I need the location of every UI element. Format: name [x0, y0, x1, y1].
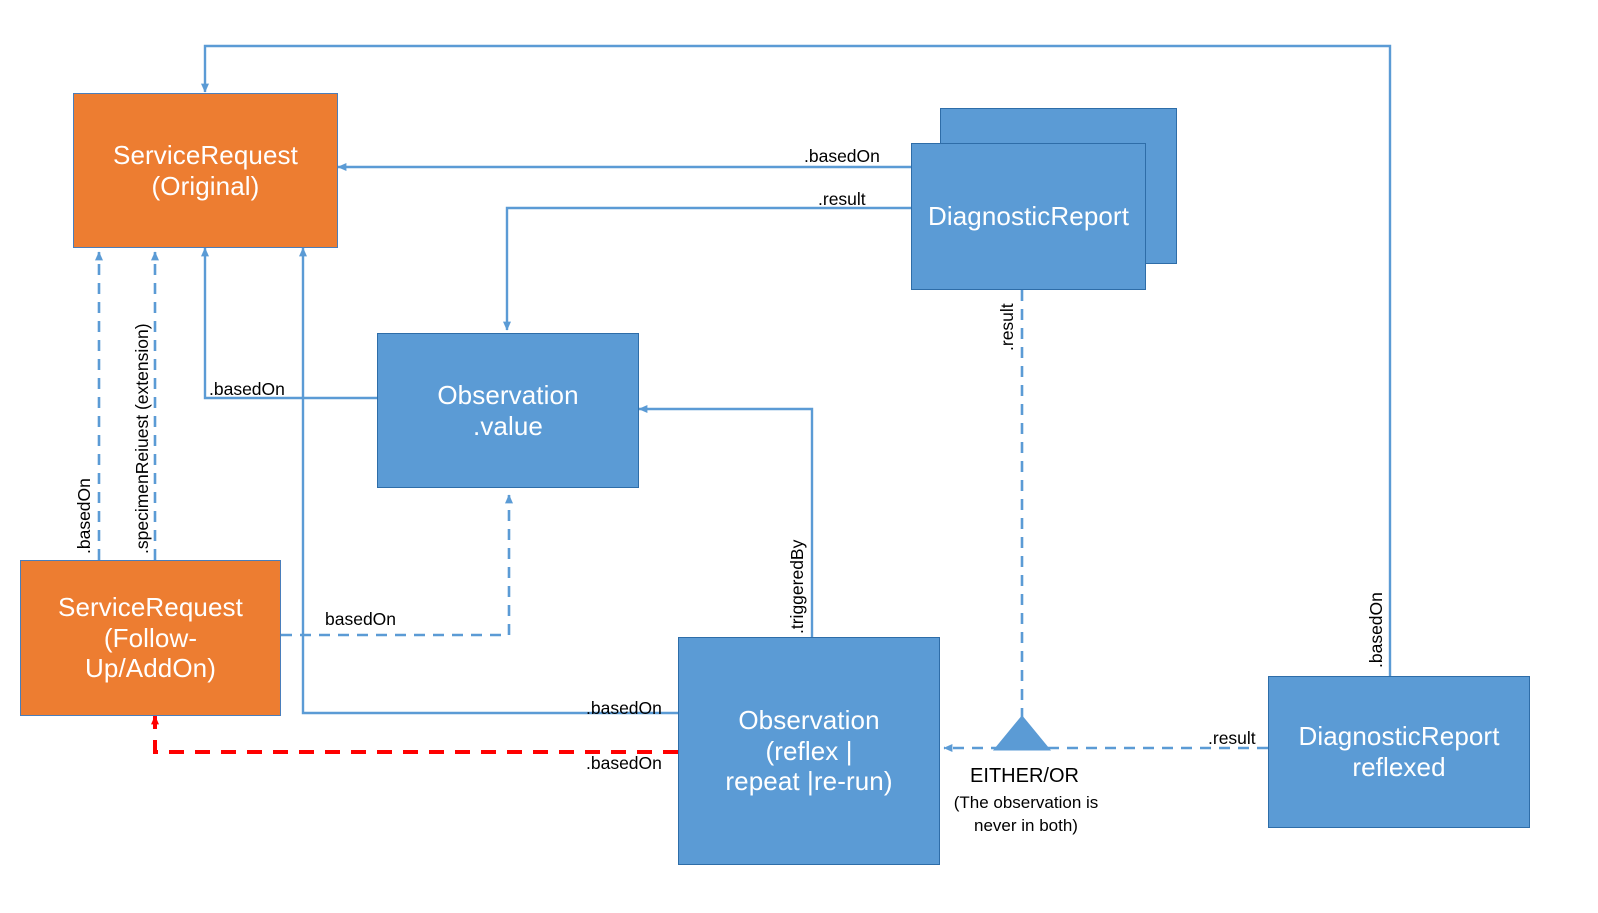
label-dr-result-vertical: .result — [997, 303, 1017, 351]
node-service-request-original-text: ServiceRequest (Original) — [113, 140, 298, 201]
observation-value-line1: Observation — [437, 379, 579, 410]
either-or-title: EITHER/OR — [970, 765, 1079, 787]
node-observation-value-text: Observation .value — [437, 380, 578, 441]
edge-observation-reflex-basedon-red-to-sr-followup — [151, 715, 678, 754]
dr-reflexed-line2: reflexed — [1352, 752, 1446, 782]
edge-observation-reflex-basedon-to-sr-original — [299, 247, 678, 715]
observation-reflex-line3: repeat |re-run) — [725, 766, 893, 797]
label-observation-reflex-basedon-red: .basedOn — [586, 753, 662, 773]
label-dr-result: .result — [818, 189, 866, 209]
label-observation-value-basedon: .basedOn — [209, 379, 285, 399]
edge-sr-followup-basedon-to-observation-value — [281, 494, 513, 637]
either-or-triangle-icon — [992, 715, 1052, 751]
node-observation-reflex[interactable]: Observation (reflex | repeat |re-run) — [678, 637, 940, 865]
either-or-note-line1: (The observation is — [953, 793, 1099, 812]
sr-original-line1: ServiceRequest — [113, 139, 298, 170]
label-sr-followup-specimenrequest: .specimenReiuest (extension) — [132, 323, 152, 554]
node-diagnostic-report-reflexed[interactable]: DiagnosticReport reflexed — [1268, 676, 1530, 828]
node-service-request-followup-text: ServiceRequest (Follow- Up/AddOn) — [58, 592, 243, 684]
dr-reflexed-line1: DiagnosticReport — [1298, 721, 1500, 752]
label-dr-reflexed-result: .result — [1208, 728, 1256, 748]
either-or-note: (The observation is never in both) — [936, 792, 1116, 837]
observation-value-line2: .value — [473, 410, 543, 441]
label-sr-followup-basedon-vertical: .basedOn — [74, 478, 94, 554]
edge-observation-reflex-triggeredby-to-observation-value — [638, 405, 814, 637]
observation-reflex-line1: Observation — [738, 704, 880, 735]
label-dr-basedon: .basedOn — [804, 146, 880, 166]
edge-observation-value-basedon-to-sr-original — [201, 247, 377, 400]
node-service-request-original[interactable]: ServiceRequest (Original) — [73, 93, 338, 248]
node-diagnostic-report[interactable]: DiagnosticReport — [911, 143, 1146, 290]
node-diagnostic-report-reflexed-text: DiagnosticReport reflexed — [1298, 721, 1499, 782]
label-observation-reflex-triggeredby: .triggeredBy — [787, 539, 807, 634]
sr-original-line2: (Original) — [151, 170, 260, 201]
sr-followup-line3: Up/AddOn) — [85, 653, 216, 684]
sr-followup-line1: ServiceRequest — [58, 591, 243, 622]
diagnostic-report-label: DiagnosticReport — [927, 201, 1130, 232]
sr-followup-line2: (Follow- — [103, 622, 198, 653]
label-dr-reflexed-basedon: .basedOn — [1366, 592, 1386, 668]
edge-dr-result-to-observation-value — [503, 206, 911, 331]
node-service-request-followup[interactable]: ServiceRequest (Follow- Up/AddOn) — [20, 560, 281, 716]
label-observation-reflex-basedon: .basedOn — [586, 698, 662, 718]
node-diagnostic-report-text: DiagnosticReport — [928, 201, 1129, 232]
node-observation-reflex-text: Observation (reflex | repeat |re-run) — [725, 705, 892, 797]
either-or-note-line2: never in both) — [974, 815, 1078, 835]
node-observation-value[interactable]: Observation .value — [377, 333, 639, 488]
edge-dr-reflexed-basedon-to-sr-original — [201, 44, 1392, 676]
label-sr-followup-basedon-horizontal: basedOn — [325, 609, 397, 629]
observation-reflex-line2: (reflex | — [765, 735, 853, 766]
